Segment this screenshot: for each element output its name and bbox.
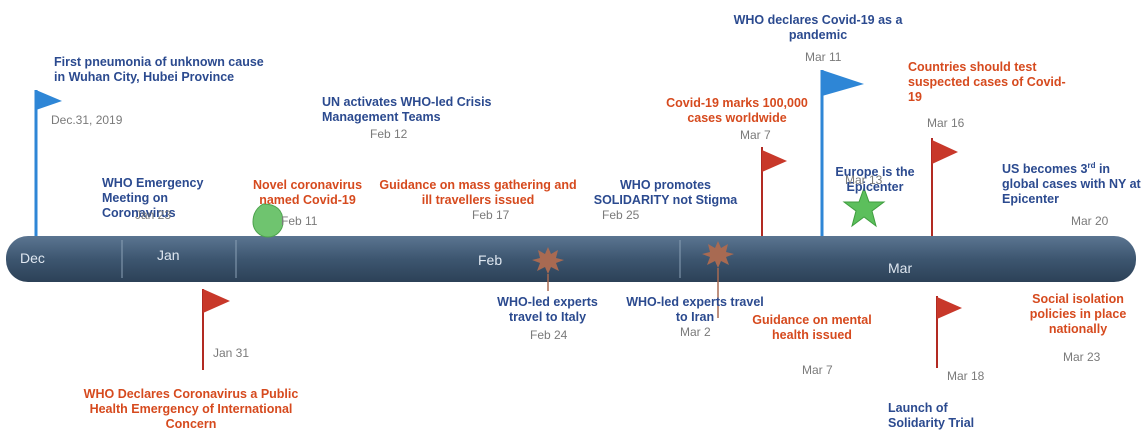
event-date: Feb 17 <box>472 208 510 222</box>
flag-icon <box>202 289 230 370</box>
event-label: Guidance on mental health issued <box>752 313 872 342</box>
flag-icon <box>820 70 864 236</box>
event-label-superscript: rd <box>1087 161 1096 170</box>
event-label: WHO declares Covid-19 as a pandemic <box>733 13 903 42</box>
burst-icon <box>532 247 564 274</box>
event-date: Jan 23 <box>135 208 172 222</box>
event-date: Jan 31 <box>213 346 250 360</box>
event-label: WHO-led experts travel to Italy <box>497 295 598 324</box>
timeline-bar <box>6 236 1136 282</box>
event-label-part: in global cases with NY at Epicenter <box>1002 162 1141 207</box>
burst-icon <box>702 241 734 268</box>
event-date: Mar 11 <box>805 50 842 64</box>
drop-icon <box>252 203 284 238</box>
event-date: Feb 11 <box>281 214 318 228</box>
event-label: WHO Declares Coronavirus a Public Health… <box>83 387 299 431</box>
event-date: Mar 18 <box>947 369 985 383</box>
month-label-mar: Mar <box>888 260 913 276</box>
event-label: WHO-led experts travel to Iran <box>626 295 764 324</box>
event-label: First pneumonia of unknown cause in Wuha… <box>54 55 264 84</box>
event-date: Mar 23 <box>1063 350 1101 364</box>
month-label-feb: Feb <box>478 252 503 268</box>
event-label: Social isolation policies in place natio… <box>1029 292 1127 336</box>
event-date: Mar 13 <box>845 173 883 187</box>
event-label: Guidance on mass gathering and ill trave… <box>379 178 577 207</box>
star-icon <box>842 186 886 228</box>
event-label: UN activates WHO-led Crisis Management T… <box>322 95 492 124</box>
event-label: WHO promotes SOLIDARITY not Stigma <box>593 178 738 207</box>
event-label: Europe is the Epicenter <box>835 165 915 194</box>
event-label: US becomes 3rd in global cases with NY a… <box>1002 158 1142 207</box>
event-date: Dec.31, 2019 <box>51 113 123 127</box>
event-date: Mar 7 <box>802 363 833 377</box>
flag-icon <box>761 147 787 236</box>
event-date: Feb 12 <box>370 127 408 141</box>
flag-icon <box>931 138 958 236</box>
month-label-jan: Jan <box>157 247 180 263</box>
event-label: Countries should test suspected cases of… <box>908 60 1066 104</box>
event-date: Mar 16 <box>927 116 965 130</box>
event-date: Feb 24 <box>530 328 568 342</box>
event-label-part: US becomes 3 <box>1002 162 1088 177</box>
event-label: Covid-19 marks 100,000 cases worldwide <box>666 96 808 125</box>
flag-icon <box>936 296 962 368</box>
event-date: Feb 25 <box>602 208 640 222</box>
event-label: WHO Emergency Meeting on Coronavirus <box>102 176 204 220</box>
flag-icon <box>34 90 62 236</box>
event-label: Launch of Solidarity Trial <box>888 401 975 430</box>
event-label: Novel coronavirus named Covid-19 <box>252 178 363 207</box>
event-date: Mar 7 <box>740 128 771 142</box>
event-date: Mar 2 <box>680 325 711 339</box>
event-date: Mar 20 <box>1071 214 1109 228</box>
month-label-dec: Dec <box>20 250 45 266</box>
